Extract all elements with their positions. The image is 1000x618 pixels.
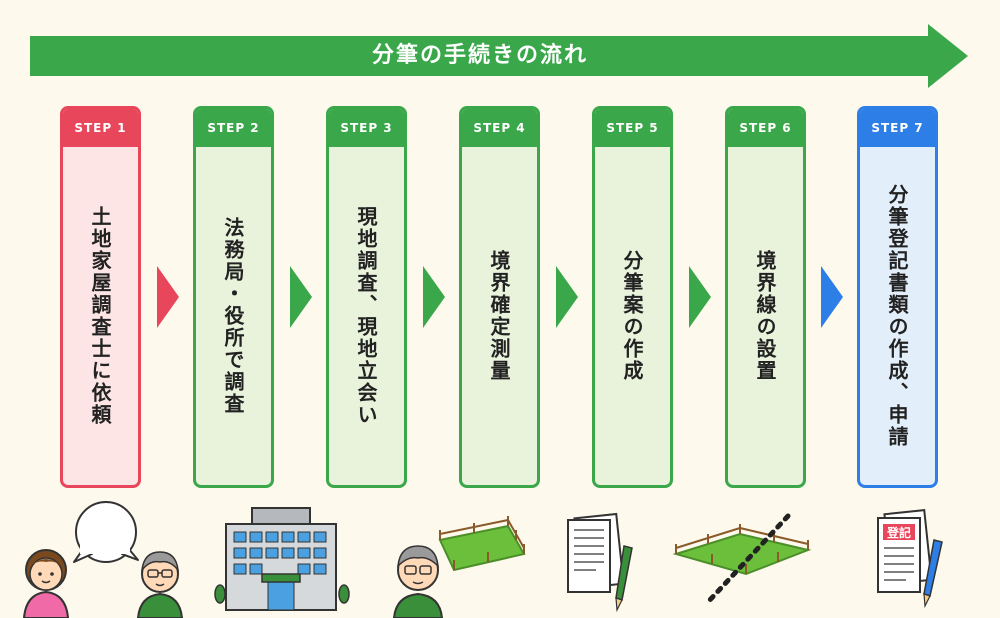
step-text: 境界線の設置 bbox=[753, 250, 777, 382]
step-label: STEP 7 bbox=[860, 109, 935, 147]
step-text: 分筆登記書類の作成、申請 bbox=[885, 184, 909, 448]
chevron-right-icon bbox=[821, 266, 843, 328]
chevron-right-icon bbox=[689, 266, 711, 328]
chevron-right-icon bbox=[423, 266, 445, 328]
step-text: 土地家屋調査士に依頼 bbox=[88, 206, 112, 426]
boundary-installation-illustration bbox=[672, 513, 812, 605]
stamp-label: 登記 bbox=[886, 525, 911, 540]
step-label: STEP 1 bbox=[63, 109, 138, 147]
surveyor-man-icon bbox=[392, 545, 444, 618]
pen-icon bbox=[615, 545, 633, 613]
step-text: 法務局・役所で調査 bbox=[221, 217, 245, 415]
fenced-land-icon bbox=[672, 524, 812, 576]
step-card-5: STEP 5 分筆案の作成 bbox=[592, 106, 673, 488]
document-icon bbox=[567, 512, 625, 593]
step-card-2: STEP 2 法務局・役所で調査 bbox=[193, 106, 274, 488]
chevron-right-icon bbox=[290, 266, 312, 328]
step-card-4: STEP 4 境界確定測量 bbox=[459, 106, 540, 488]
step-label: STEP 5 bbox=[595, 109, 670, 147]
step-label: STEP 6 bbox=[728, 109, 803, 147]
speech-bubble-icon bbox=[73, 501, 139, 563]
pen-icon bbox=[923, 539, 943, 609]
boundary-line bbox=[705, 513, 791, 605]
step-label: STEP 4 bbox=[462, 109, 537, 147]
building-icon bbox=[225, 507, 337, 611]
government-building-illustration bbox=[214, 507, 350, 611]
document-icon: 登記 bbox=[877, 509, 933, 593]
step-card-1: STEP 1 土地家屋調査士に依頼 bbox=[60, 106, 141, 488]
consultation-illustration bbox=[22, 501, 184, 618]
step-text: 境界確定測量 bbox=[487, 250, 511, 382]
chevron-right-icon bbox=[157, 266, 179, 328]
tree-icon bbox=[214, 584, 350, 604]
process-arrow-banner bbox=[30, 24, 968, 88]
step-text: 分筆案の作成 bbox=[620, 250, 644, 382]
surveyor-man-icon bbox=[136, 551, 184, 618]
site-survey-illustration bbox=[392, 516, 526, 618]
step-label: STEP 2 bbox=[196, 109, 271, 147]
registration-documents-illustration: 登記 bbox=[877, 509, 943, 609]
step-label: STEP 3 bbox=[329, 109, 404, 147]
step-text: 現地調査、現地立会い bbox=[354, 206, 378, 426]
fenced-land-icon bbox=[438, 516, 526, 572]
page-title: 分筆の手続きの流れ bbox=[371, 43, 588, 68]
step-card-6: STEP 6 境界線の設置 bbox=[725, 106, 806, 488]
chevron-right-icon bbox=[556, 266, 578, 328]
step-card-7: STEP 7 分筆登記書類の作成、申請 bbox=[857, 106, 938, 488]
step-card-3: STEP 3 現地調査、現地立会い bbox=[326, 106, 407, 488]
woman-client-icon bbox=[22, 549, 70, 618]
drafting-documents-illustration bbox=[567, 512, 633, 613]
